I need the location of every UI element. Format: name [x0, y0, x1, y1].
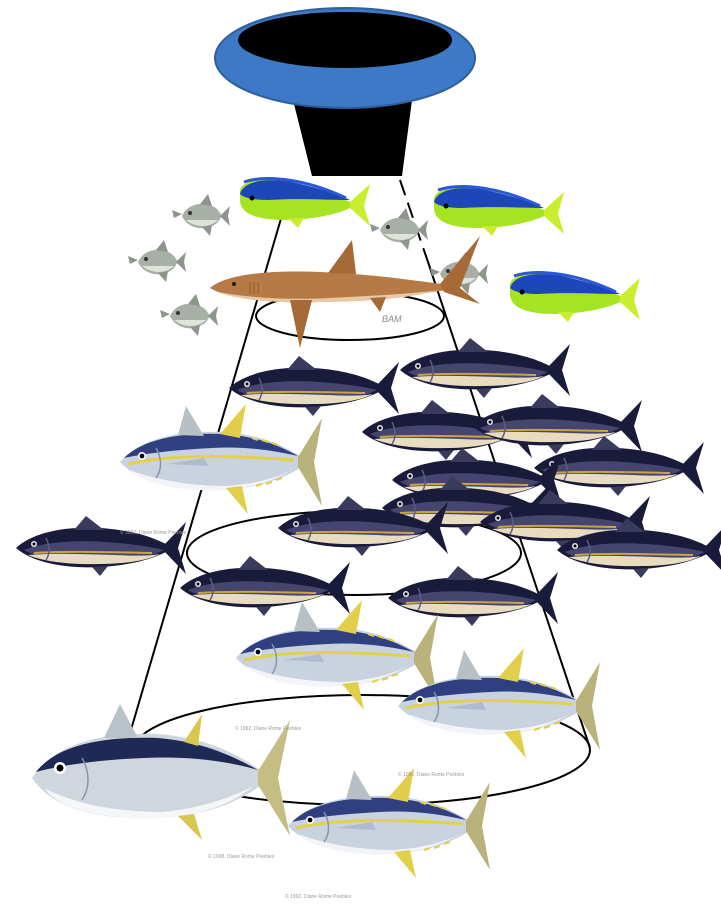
fad-stem: [293, 100, 412, 176]
floating-object: [215, 8, 475, 176]
shark: [210, 236, 480, 348]
credit-4: © 1998, Diane Rome Peebles: [208, 853, 275, 860]
dolphinfish-2: [434, 187, 564, 236]
yellowfin-4: [288, 768, 490, 878]
credit-1: © 1992, Diane Rome Peebles: [120, 529, 187, 536]
triggerfish-2: [128, 240, 186, 282]
surface-fish-group: BAM: [128, 179, 640, 348]
triggerfish-1: [172, 194, 230, 236]
triggerfish-4: [370, 208, 428, 250]
skipjack-12: [180, 556, 350, 616]
skipjack-4: [472, 394, 642, 454]
credit-2: © 1992, Diane Rome Peebles: [235, 725, 302, 732]
credit-5: © 1992, Diane Rome Peebles: [285, 893, 352, 900]
skipjack-1: [229, 356, 399, 416]
skipjack-11: [16, 516, 186, 576]
skipjack-2: [400, 338, 570, 398]
triggerfish-3: [160, 294, 218, 336]
credit-3: © 1992, Diane Rome Peebles: [398, 771, 465, 778]
artist-tag: BAM: [382, 314, 402, 324]
fad-opening: [238, 12, 452, 68]
dolphinfish-1: [240, 179, 370, 228]
dolphinfish-3: [510, 273, 640, 322]
skipjack-tuna-school: [16, 338, 721, 626]
yellowfin-2: [236, 600, 438, 710]
